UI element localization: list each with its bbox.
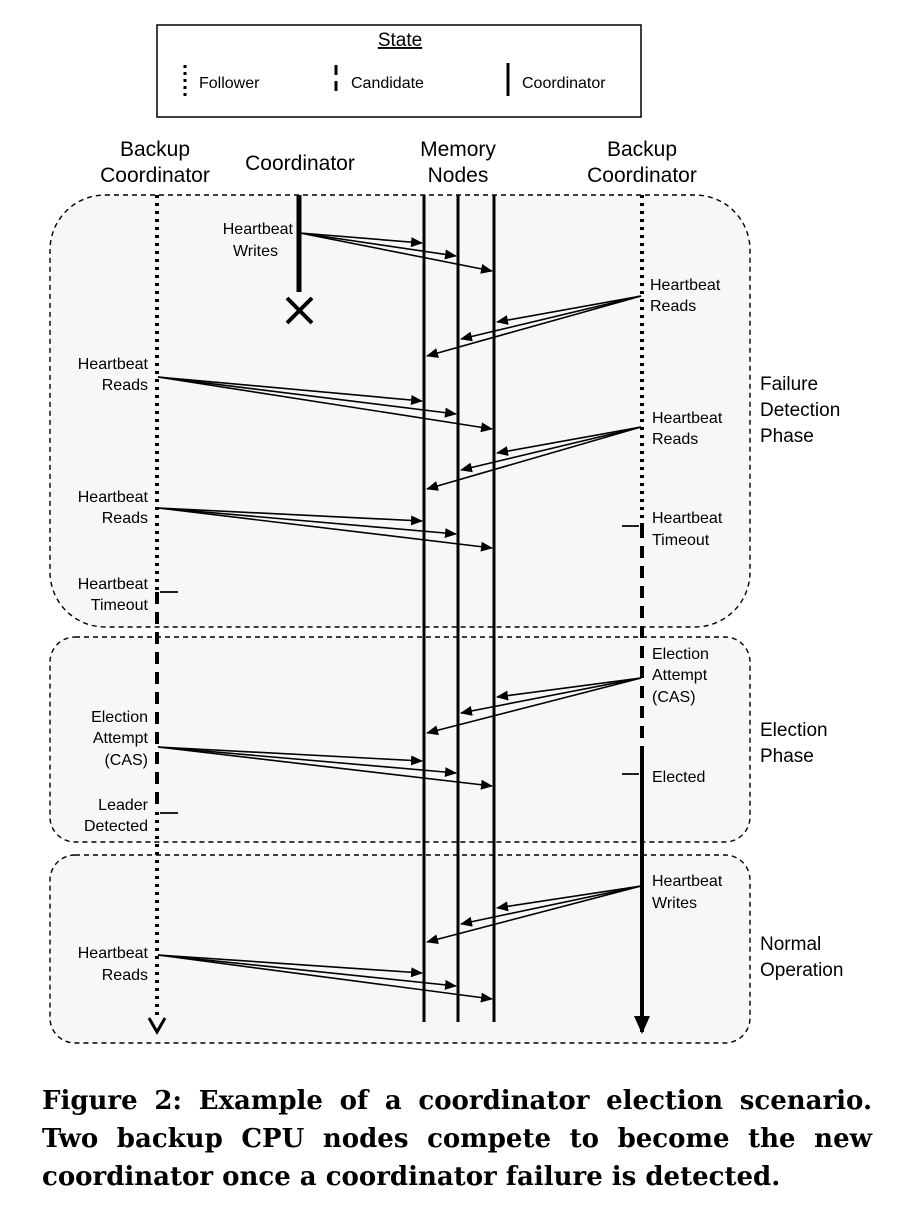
label-right-elected: Elected	[652, 769, 705, 786]
label-right-timeout-b: Timeout	[652, 532, 710, 549]
phase-label-failure-2: Detection	[760, 400, 840, 421]
label-right-writes-b: Writes	[652, 895, 697, 912]
label-left-reads-3-b: Reads	[102, 967, 148, 984]
label-right-writes-a: Heartbeat	[652, 873, 723, 890]
label-left-reads-1-a: Heartbeat	[78, 356, 149, 373]
memory-nodes-header-1: Memory	[420, 138, 496, 161]
coordinator-failure-x-icon	[285, 296, 314, 325]
phase-box-normal-operation	[49, 854, 751, 1044]
label-left-reads-2-b: Reads	[102, 510, 148, 527]
label-right-reads-2-b: Reads	[652, 431, 698, 448]
coord-writes-arrows	[299, 232, 493, 274]
phase-label-normal-1: Normal	[760, 934, 821, 955]
label-right-timeout-a: Heartbeat	[652, 510, 723, 527]
phase-label-failure-1: Failure	[760, 374, 818, 395]
legend-title: State	[378, 30, 422, 51]
left-election-arrows	[157, 746, 493, 790]
label-left-election-b: Attempt	[93, 730, 149, 747]
label-coord-writes-1: Heartbeat	[223, 221, 294, 238]
phase-label-failure-3: Phase	[760, 426, 814, 447]
label-right-reads-1-b: Reads	[650, 298, 696, 315]
label-right-reads-2-a: Heartbeat	[652, 410, 723, 427]
label-right-election-b: Attempt	[652, 667, 708, 684]
label-left-timeout-b: Timeout	[91, 597, 149, 614]
left-reads-3-arrows	[157, 954, 493, 1003]
left-reads-2-arrows	[157, 507, 493, 552]
legend-box	[156, 24, 642, 118]
legend-candidate-label: Candidate	[351, 75, 424, 92]
right-reads-2-arrows	[426, 426, 642, 491]
label-left-reads-1-b: Reads	[102, 377, 148, 394]
label-coord-writes-2: Writes	[233, 243, 278, 260]
label-left-reads-3-a: Heartbeat	[78, 945, 149, 962]
label-left-reads-2-a: Heartbeat	[78, 489, 149, 506]
label-left-leader-detected-a: Leader	[98, 797, 148, 814]
figure-caption: Figure 2: Example of a coordinator elect…	[42, 1086, 872, 1192]
label-left-timeout-a: Heartbeat	[78, 576, 149, 593]
left-backup-header-1: Backup	[120, 138, 190, 161]
legend-coordinator-label: Coordinator	[522, 75, 606, 92]
coordinator-header: Coordinator	[245, 152, 355, 175]
right-election-arrows	[426, 677, 642, 736]
memory-nodes-header-2: Nodes	[428, 164, 489, 187]
label-left-election-a: Election	[91, 709, 148, 726]
label-left-election-c: (CAS)	[104, 752, 148, 769]
right-backup-header-2: Coordinator	[587, 164, 697, 187]
right-reads-1-arrows	[426, 295, 642, 358]
label-right-reads-1-a: Heartbeat	[650, 277, 721, 294]
right-writes-arrows	[426, 885, 642, 945]
label-right-election-a: Election	[652, 646, 709, 663]
phase-box-failure-detection	[49, 194, 751, 628]
phase-label-election-1: Election	[760, 720, 828, 741]
phase-label-normal-2: Operation	[760, 960, 843, 981]
left-backup-end-arrow	[147, 1017, 167, 1036]
left-reads-1-arrows	[157, 376, 493, 433]
legend: State Follower Candidate Coordinator	[156, 24, 642, 118]
legend-follower-label: Follower	[199, 75, 260, 92]
right-backup-header-1: Backup	[607, 138, 677, 161]
phase-label-election-2: Phase	[760, 746, 814, 767]
label-left-leader-detected-b: Detected	[84, 818, 148, 835]
label-right-election-c: (CAS)	[652, 689, 696, 706]
left-backup-header-2: Coordinator	[100, 164, 210, 187]
election-diagram: State Follower Candidate Coordinator Bac…	[49, 24, 843, 1044]
phase-box-election	[49, 636, 751, 843]
